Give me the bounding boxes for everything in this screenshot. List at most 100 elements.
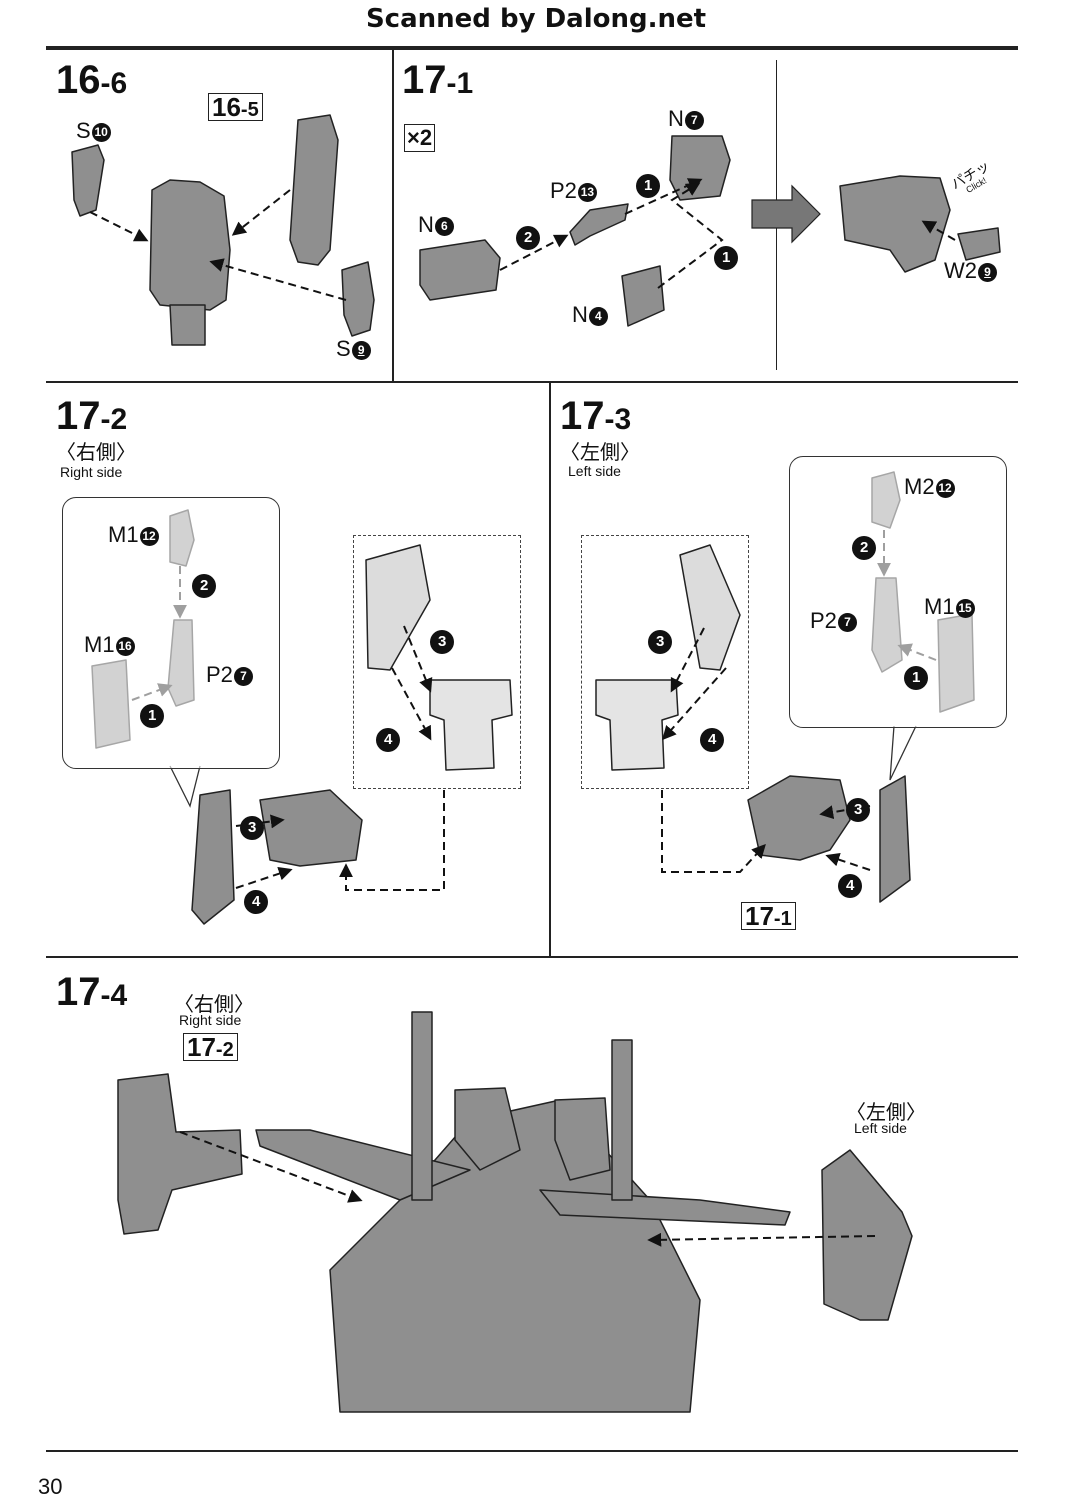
step-minor: -4 xyxy=(100,979,128,1012)
part-letter: S xyxy=(336,336,351,361)
step-major: 17 xyxy=(56,970,101,1014)
part-number: 4 xyxy=(588,307,608,326)
part-p2-13 xyxy=(569,203,629,246)
part-letter: N xyxy=(418,212,434,237)
divider-col-17-2 xyxy=(549,382,551,957)
seq-label: 4 xyxy=(383,731,393,748)
seq-label: 4 xyxy=(707,731,717,748)
part-letter: N xyxy=(572,302,588,327)
seq-label: 2 xyxy=(859,539,869,556)
part-letter: P2 xyxy=(206,662,233,687)
part-number: 12 xyxy=(139,527,159,546)
assembled-arm-r xyxy=(191,789,235,925)
seq-label: 3 xyxy=(247,819,257,836)
part-number: 13 xyxy=(577,183,597,202)
ref-17-2: 17-2 xyxy=(183,1033,238,1061)
armor-shell-l xyxy=(679,544,741,671)
subassembly-callout-right xyxy=(62,497,280,769)
part-letter: M2 xyxy=(904,474,935,499)
armor-shell-r xyxy=(365,544,431,671)
seq-label: 1 xyxy=(721,249,731,266)
subassembly-callout-left xyxy=(789,456,1007,728)
seq-label: 1 xyxy=(911,669,921,686)
seq-label: 3 xyxy=(655,633,665,650)
step-minor: -6 xyxy=(100,67,128,100)
right-side-jp: 〈右側〉 xyxy=(174,992,254,1016)
ref-minor: -1 xyxy=(773,908,792,930)
part-letter: M1 xyxy=(108,522,139,547)
part-number: 15 xyxy=(955,599,975,618)
part-s10 xyxy=(71,144,105,217)
part-number: 7 xyxy=(233,667,253,686)
part-number: 12 xyxy=(935,479,955,498)
shoulder-right-assembled xyxy=(117,1073,243,1235)
assembled-shoulder xyxy=(839,175,951,273)
part-number: 16 xyxy=(115,637,135,656)
side-jp: 〈右側〉 xyxy=(56,440,136,464)
zoom-box-left xyxy=(581,535,749,789)
ref-17-1: 17-1 xyxy=(741,902,796,930)
ref-minor: -2 xyxy=(215,1039,234,1061)
seq-label: 2 xyxy=(523,229,533,246)
step-major: 17 xyxy=(402,58,447,102)
page-number: 30 xyxy=(38,1474,63,1499)
fin-1 xyxy=(454,1087,521,1171)
ref-major: 16 xyxy=(212,92,241,122)
ref-minor: -5 xyxy=(240,99,259,121)
cannon-2 xyxy=(611,1039,633,1201)
part-letter: P2 xyxy=(810,608,837,633)
seq-label: 3 xyxy=(853,801,863,818)
part-letter: M1 xyxy=(84,632,115,657)
bottom-rule xyxy=(46,1450,1018,1452)
part-letter: S xyxy=(76,118,91,143)
seq-label: 3 xyxy=(437,633,447,650)
arm-hand xyxy=(169,304,206,346)
part-s9 xyxy=(341,261,375,337)
ref-major: 17 xyxy=(187,1032,216,1062)
step-17-2-title: 17-2 xyxy=(56,396,127,436)
part-number: 9 xyxy=(978,263,997,282)
multiplier-badge: ×2 xyxy=(404,124,436,153)
part-n6 xyxy=(419,239,501,301)
left-side-jp: 〈左側〉 xyxy=(846,1100,926,1124)
assembled-arm-l xyxy=(879,775,911,903)
armor-core-r xyxy=(429,679,513,771)
step-major: 17 xyxy=(560,394,605,438)
part-number: 6 xyxy=(434,217,454,236)
step-17-4-title: 17-4 xyxy=(56,972,127,1012)
cannon-1 xyxy=(411,1011,433,1201)
divider-row2 xyxy=(46,956,1018,958)
arm-body xyxy=(149,179,231,311)
step-16-6-title: 16-6 xyxy=(56,60,127,100)
part-number: 7 xyxy=(684,111,704,130)
divider-col-16-6 xyxy=(392,48,394,382)
part-letter: W2 xyxy=(944,258,977,283)
right-side-en: Right side xyxy=(179,1012,242,1028)
side-en: Left side xyxy=(568,463,621,479)
step-major: 17 xyxy=(56,394,101,438)
ref-16-5: 16-5 xyxy=(208,93,263,121)
step-17-1-title: 17-1 xyxy=(402,60,473,100)
seq-label: 4 xyxy=(251,893,261,910)
step-minor: -3 xyxy=(604,403,632,436)
left-side-en: Left side xyxy=(854,1120,907,1136)
wing-right xyxy=(539,1189,791,1226)
part-letter: N xyxy=(668,106,684,131)
page-header: Scanned by Dalong.net xyxy=(365,4,707,34)
part-number: 9 xyxy=(351,341,371,360)
step-major: 16 xyxy=(56,58,101,102)
ref-major: 17 xyxy=(745,901,774,931)
seq-label: 1 xyxy=(643,177,653,194)
side-jp: 〈左側〉 xyxy=(560,440,640,464)
step-minor: -1 xyxy=(446,67,474,100)
shoulder-left-assembled xyxy=(821,1149,913,1321)
